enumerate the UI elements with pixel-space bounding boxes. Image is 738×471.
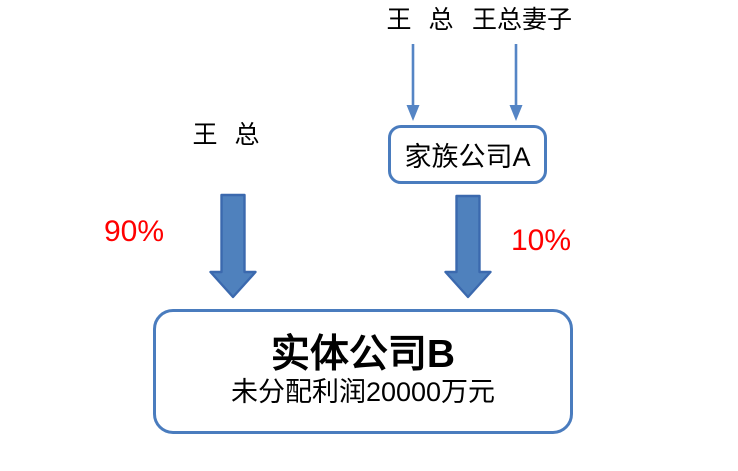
thick-arrow-10-percent bbox=[444, 194, 492, 299]
family-company-box: 家族公司A bbox=[388, 125, 547, 184]
entity-company-box: 实体公司B 未分配利润20000万元 bbox=[153, 309, 573, 434]
family-company-label: 家族公司A bbox=[404, 142, 531, 172]
label-wang-left: 王 总 bbox=[192, 121, 260, 149]
label-wang-wife: 王总妻子 bbox=[471, 6, 572, 34]
label-wang-top: 王 总 bbox=[386, 6, 454, 34]
entity-company-title: 实体公司B bbox=[270, 332, 456, 376]
ownership-90-label: 90% bbox=[104, 215, 165, 248]
entity-company-subtitle: 未分配利润20000万元 bbox=[230, 377, 496, 408]
thin-arrow-wife-to-company-a bbox=[509, 44, 523, 121]
ownership-10-label: 10% bbox=[511, 224, 572, 257]
thick-arrow-90-percent bbox=[209, 193, 257, 299]
thin-arrow-wang-to-company-a bbox=[406, 44, 420, 121]
